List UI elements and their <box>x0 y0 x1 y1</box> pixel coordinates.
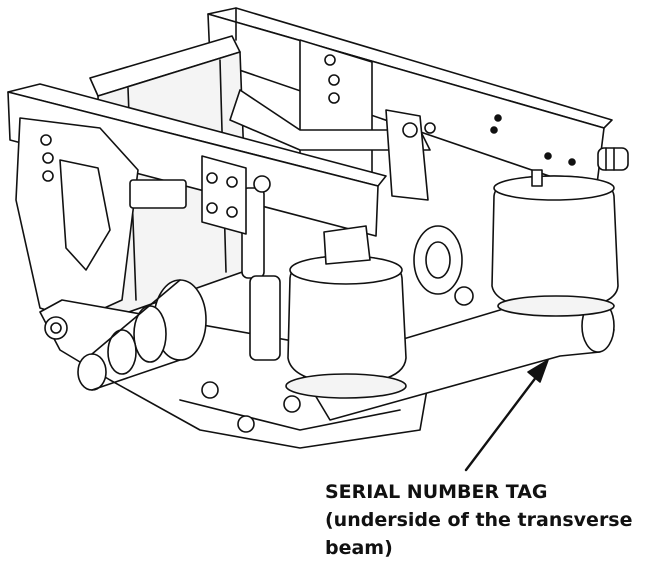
callout-line-2: (underside of the transverse <box>325 509 633 531</box>
callout-line-3: beam) <box>325 537 393 559</box>
leader-arrow <box>464 359 549 472</box>
leveling-valve <box>129 155 247 235</box>
air-fitting <box>597 147 629 171</box>
callout-line-1: SERIAL NUMBER TAG <box>325 481 548 503</box>
air-spring-front <box>285 225 407 399</box>
upper-linkage <box>229 89 436 201</box>
hanger-bracket <box>15 117 139 321</box>
axle-spindle <box>77 279 207 391</box>
serial-number-tag-callout: SERIAL NUMBER TAG (underside of the tran… <box>325 478 643 562</box>
air-spring-rear <box>491 169 619 317</box>
pivot-bushing <box>413 225 474 306</box>
fastener-bolts <box>201 114 576 433</box>
shock-absorber <box>241 175 281 361</box>
